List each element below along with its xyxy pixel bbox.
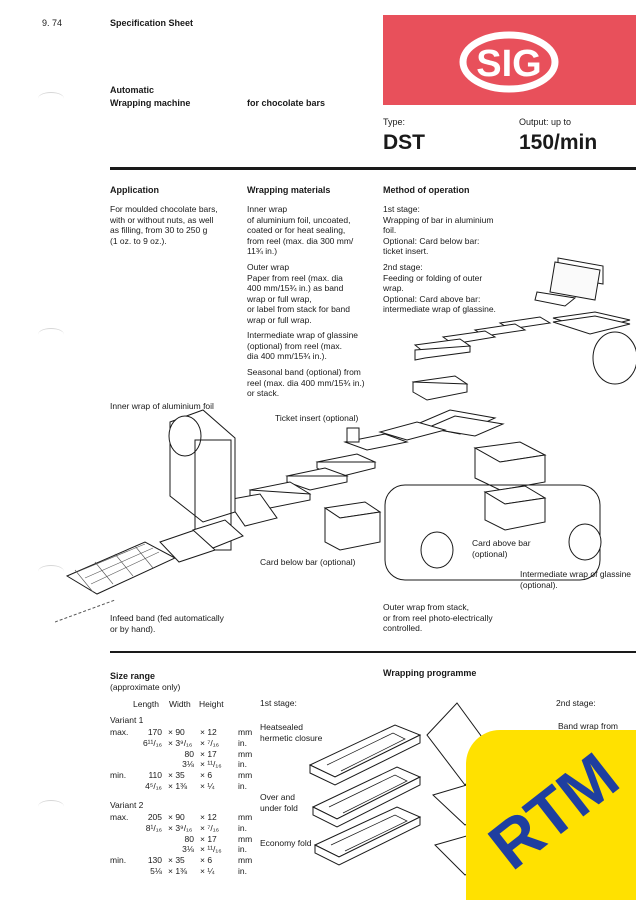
method-heading: Method of operation bbox=[383, 185, 470, 195]
materials-outer: Outer wrap Paper from reel (max. dia 400… bbox=[247, 262, 350, 325]
method-stage1: 1st stage: Wrapping of bar in aluminium … bbox=[383, 204, 494, 256]
bar-part bbox=[378, 421, 447, 441]
col-height: Height bbox=[199, 699, 224, 709]
product: for chocolate bars bbox=[247, 98, 326, 108]
label-outer-wrap: Outer wrap from stack, or from reel phot… bbox=[383, 602, 493, 633]
sheet-title: Specification Sheet bbox=[110, 18, 194, 28]
tray-part bbox=[312, 776, 421, 828]
section-rule bbox=[110, 651, 636, 653]
infeed-grid bbox=[192, 519, 244, 549]
col-width: Width bbox=[169, 699, 191, 709]
materials-heading: Wrapping materials bbox=[247, 185, 331, 195]
tray-part bbox=[314, 816, 421, 866]
application-heading: Application bbox=[110, 185, 159, 195]
sig-logo: SIG bbox=[459, 31, 559, 93]
output-value: 150/min bbox=[519, 131, 598, 154]
programme-heatsealed: Heatsealed hermetic closure bbox=[260, 722, 323, 743]
label-inner-wrap: Inner wrap of aluminium foil bbox=[110, 401, 214, 411]
bar-part bbox=[286, 475, 348, 491]
variant1-label: Variant 1 bbox=[110, 715, 144, 725]
logo-text: SIG bbox=[476, 43, 541, 85]
col-length: Length bbox=[133, 699, 159, 709]
materials-seasonal: Seasonal band (optional) from reel (max.… bbox=[247, 367, 365, 398]
bar-part bbox=[412, 381, 468, 401]
bar-part bbox=[534, 291, 577, 307]
binder-hole bbox=[38, 800, 64, 813]
infeed-grid bbox=[65, 541, 177, 595]
watermark-text: RTM bbox=[475, 738, 631, 884]
type-label: Type: bbox=[383, 117, 406, 127]
machine-line1: Automatic bbox=[110, 85, 155, 95]
machine-diagram bbox=[55, 257, 636, 623]
date-code: 9. 74 bbox=[42, 18, 63, 28]
method-stage2: 2nd stage: Feeding or folding of outer w… bbox=[383, 262, 496, 314]
bar-part bbox=[343, 433, 409, 451]
header-rule bbox=[110, 167, 636, 170]
materials-inner: Inner wrap of aluminium foil, uncoated, … bbox=[247, 204, 354, 256]
label-card-above: Card above bar (optional) bbox=[472, 538, 531, 559]
label-card-below: Card below bar (optional) bbox=[260, 557, 356, 567]
logo-banner: SIG bbox=[383, 15, 636, 105]
bar-part bbox=[226, 493, 278, 527]
bar-part bbox=[414, 345, 471, 361]
materials-intermediate: Intermediate wrap of glassine (optional)… bbox=[247, 330, 359, 361]
tray-part bbox=[309, 734, 421, 786]
label-infeed: Infeed band (fed automatically or by han… bbox=[110, 613, 224, 634]
package-part bbox=[425, 415, 505, 437]
programme-stage2: 2nd stage: bbox=[556, 698, 596, 708]
programme-heading: Wrapping programme bbox=[383, 668, 477, 678]
stack-part bbox=[484, 491, 546, 531]
binder-hole bbox=[38, 565, 64, 578]
reel-part bbox=[568, 523, 602, 561]
size-range-subheading: (approximate only) bbox=[110, 682, 181, 692]
programme-economy: Economy fold bbox=[260, 838, 312, 848]
programme-over-under: Over and under fold bbox=[260, 792, 298, 813]
application-text: For moulded chocolate bars, with or with… bbox=[110, 204, 218, 246]
type-value: DST bbox=[383, 131, 425, 154]
stack-part bbox=[324, 507, 381, 551]
variant2-label: Variant 2 bbox=[110, 800, 144, 810]
machine-line2: Wrapping machine bbox=[110, 98, 191, 108]
rtm-watermark: RTM bbox=[466, 730, 636, 900]
reel-part bbox=[420, 531, 454, 569]
binder-hole bbox=[38, 92, 64, 105]
ticket-part bbox=[346, 427, 360, 443]
folder-part bbox=[549, 261, 601, 301]
size-range-heading: Size range bbox=[110, 671, 156, 681]
reel-part bbox=[592, 331, 636, 385]
stack-part bbox=[552, 315, 631, 335]
programme-band-wrap: Band wrap from bbox=[558, 721, 618, 731]
output-label: Output: up to bbox=[519, 117, 572, 127]
label-ticket-insert: Ticket insert (optional) bbox=[275, 413, 359, 423]
programme-stage1: 1st stage: bbox=[260, 698, 297, 708]
outer-wrap-path bbox=[384, 484, 601, 581]
binder-hole bbox=[38, 328, 64, 341]
reel-part bbox=[168, 415, 202, 457]
label-intermediate: Intermediate wrap of glassine (optional)… bbox=[520, 569, 632, 590]
stack-part bbox=[474, 447, 546, 491]
